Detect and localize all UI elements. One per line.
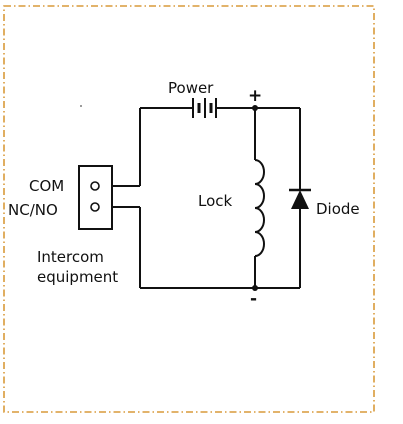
plus-sign: + <box>248 86 262 106</box>
intercom-label-line2: equipment <box>37 268 118 286</box>
lock-label: Lock <box>198 192 233 210</box>
nc-no-label: NC/NO <box>8 201 58 219</box>
terminal-nc-no <box>90 202 100 212</box>
lock-coil-symbol <box>254 159 265 257</box>
diode-symbol <box>289 188 311 209</box>
intercom-label-line1: Intercom <box>37 248 104 266</box>
dashed-border <box>3 5 375 413</box>
terminal-com <box>90 181 100 191</box>
minus-sign: - <box>250 289 257 309</box>
power-label: Power <box>168 79 214 97</box>
junction-top <box>252 105 258 111</box>
battery-symbol <box>192 98 217 118</box>
com-label: COM <box>29 177 64 195</box>
terminal-block <box>78 165 113 230</box>
junction-bottom <box>252 285 258 291</box>
stray-dot <box>80 105 82 107</box>
diode-label: Diode <box>316 200 360 218</box>
